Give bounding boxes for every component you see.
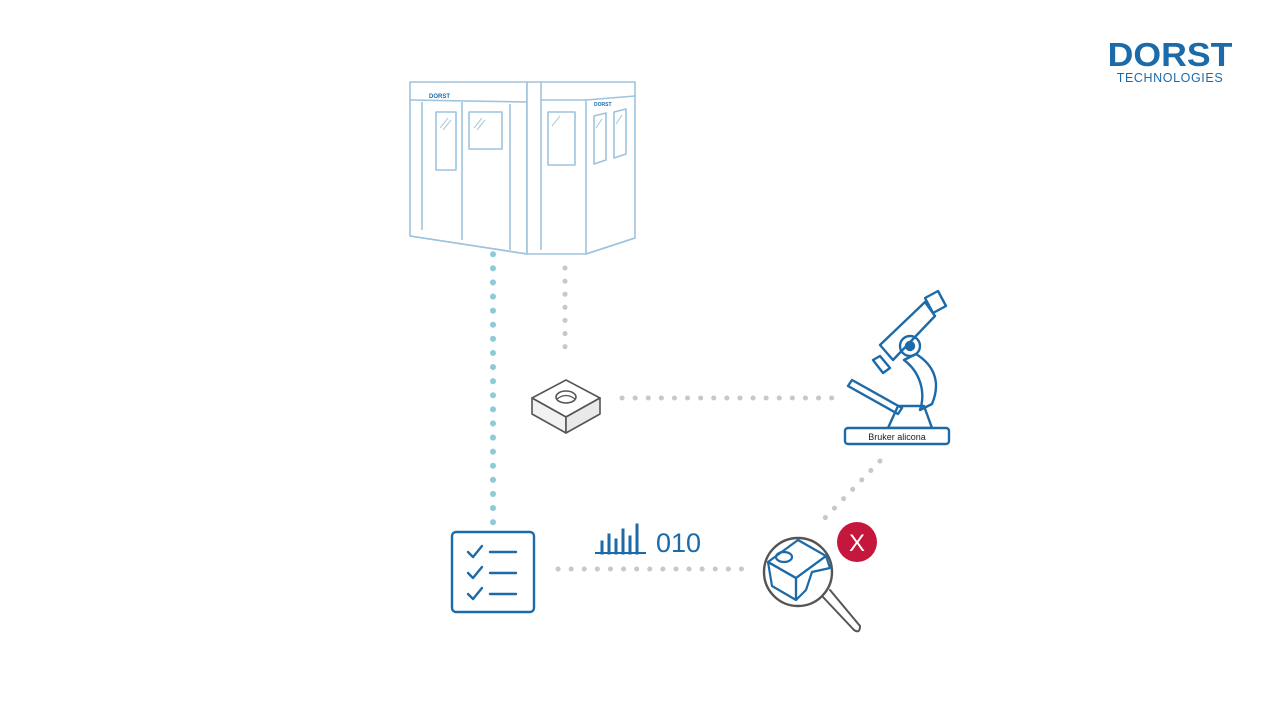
part-icon [531,379,601,434]
data-signal-text: 010 [656,528,701,558]
reject-icon [837,522,877,562]
signal-bars-icon [595,523,646,555]
reject-symbol: X [849,530,865,557]
brand-logo: DORST TECHNOLOGIES [1100,38,1240,85]
magnifier-icon [762,536,861,633]
brand-name: DORST [1107,36,1233,73]
press-machine-icon [409,81,636,255]
connectors [490,223,883,572]
brand-tagline: TECHNOLOGIES [1116,71,1224,85]
machine-badge-left: DORST [429,94,450,100]
machine-badge-right: DORST [594,102,612,108]
connector-microscope-magnifier [820,458,883,523]
microscope-icon [843,289,951,446]
checklist-icon [450,530,536,614]
microscope-label: Bruker alicona [868,432,926,442]
